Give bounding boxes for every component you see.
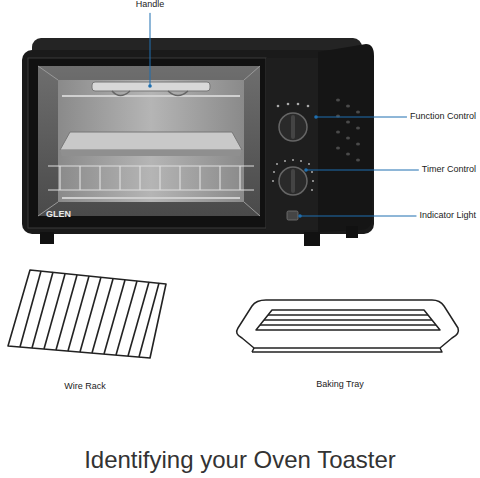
- leader-line: [300, 216, 416, 217]
- part-label: Baking Tray: [316, 380, 364, 390]
- leader-dot: [298, 214, 302, 218]
- part-label: Function Control: [410, 112, 476, 122]
- part-label: Wire Rack: [64, 382, 106, 392]
- diagram-title: Identifying your Oven Toaster: [84, 447, 396, 473]
- leader-line: [306, 170, 419, 171]
- wire-rack-drawing: [8, 270, 166, 358]
- leader-line: [316, 117, 407, 118]
- brand-text: GLEN: [46, 210, 71, 220]
- leader-dot: [314, 115, 318, 119]
- part-label: Handle: [136, 0, 165, 10]
- leader-line: [150, 13, 151, 86]
- part-label: Indicator Light: [419, 211, 476, 221]
- leader-dot: [148, 84, 152, 88]
- baking-tray-drawing: [237, 300, 459, 352]
- leader-dot: [304, 168, 308, 172]
- part-label: Timer Control: [422, 165, 476, 175]
